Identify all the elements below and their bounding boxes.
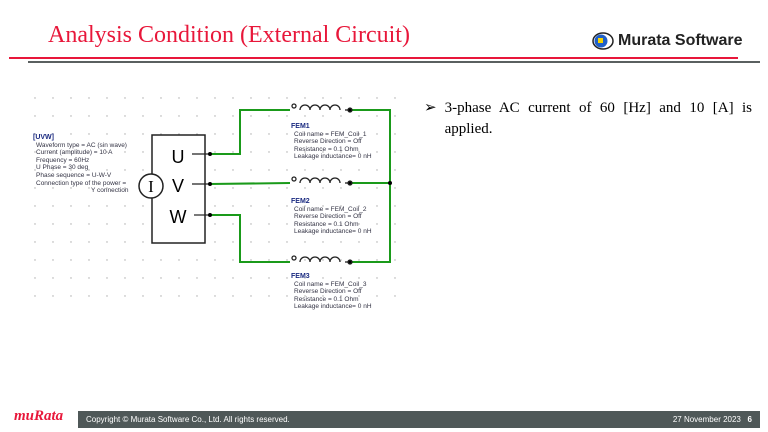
- coil-name: FEM3: [291, 273, 310, 280]
- globe-icon: [592, 32, 614, 50]
- param-line: Connection type of the power =: [36, 179, 127, 187]
- param-line: Phase sequence = U-W-V: [36, 171, 112, 179]
- page-title: Analysis Condition (External Circuit): [48, 22, 410, 48]
- page-number: 6: [747, 415, 752, 424]
- param-line: Frequency = 60Hz: [36, 156, 90, 164]
- source-symbol-label: I: [148, 177, 154, 196]
- param-line: Waveform type = AC (sin wave): [36, 141, 127, 149]
- param-line: Y connection: [91, 187, 129, 195]
- bullet-item: ➢ 3-phase AC current of 60 [Hz] and 10 […: [424, 98, 752, 140]
- grid-dots: [34, 97, 396, 297]
- coil-name: FEM1: [291, 123, 310, 130]
- source-name: [UVW]: [33, 134, 54, 141]
- inductor-icon: [291, 255, 353, 265]
- title-divider-red: [9, 57, 738, 59]
- title-divider-gray: [28, 61, 760, 63]
- date: 27 November 2023: [672, 415, 741, 424]
- wires: [209, 109, 391, 263]
- source-parameters: [UVW] Waveform type = AC (sin wave) Curr…: [33, 134, 128, 195]
- inductor-icon: [291, 103, 353, 113]
- param-line: Current (amplitude) = 10 A: [36, 149, 113, 157]
- inductor-icon: [291, 176, 353, 186]
- footer-bar: Copyright © Murata Software Co., Ltd. Al…: [78, 411, 760, 428]
- arrow-bullet-icon: ➢: [424, 100, 437, 116]
- param-line: U Phase = 30 deg: [36, 164, 89, 172]
- terminal-u: U: [172, 147, 185, 167]
- terminal-w: W: [170, 207, 187, 227]
- current-source-symbol: [138, 173, 164, 199]
- coil-name: FEM2: [291, 198, 310, 205]
- copyright: Copyright © Murata Software Co., Ltd. Al…: [86, 415, 290, 424]
- murata-logo: muRata: [14, 408, 64, 424]
- brand-name: Murata Software: [618, 32, 743, 49]
- terminal-v: V: [172, 176, 184, 196]
- brand-logo: Murata Software: [592, 32, 742, 50]
- bullet-text: 3-phase AC current of 60 [Hz] and 10 [A]…: [444, 100, 752, 137]
